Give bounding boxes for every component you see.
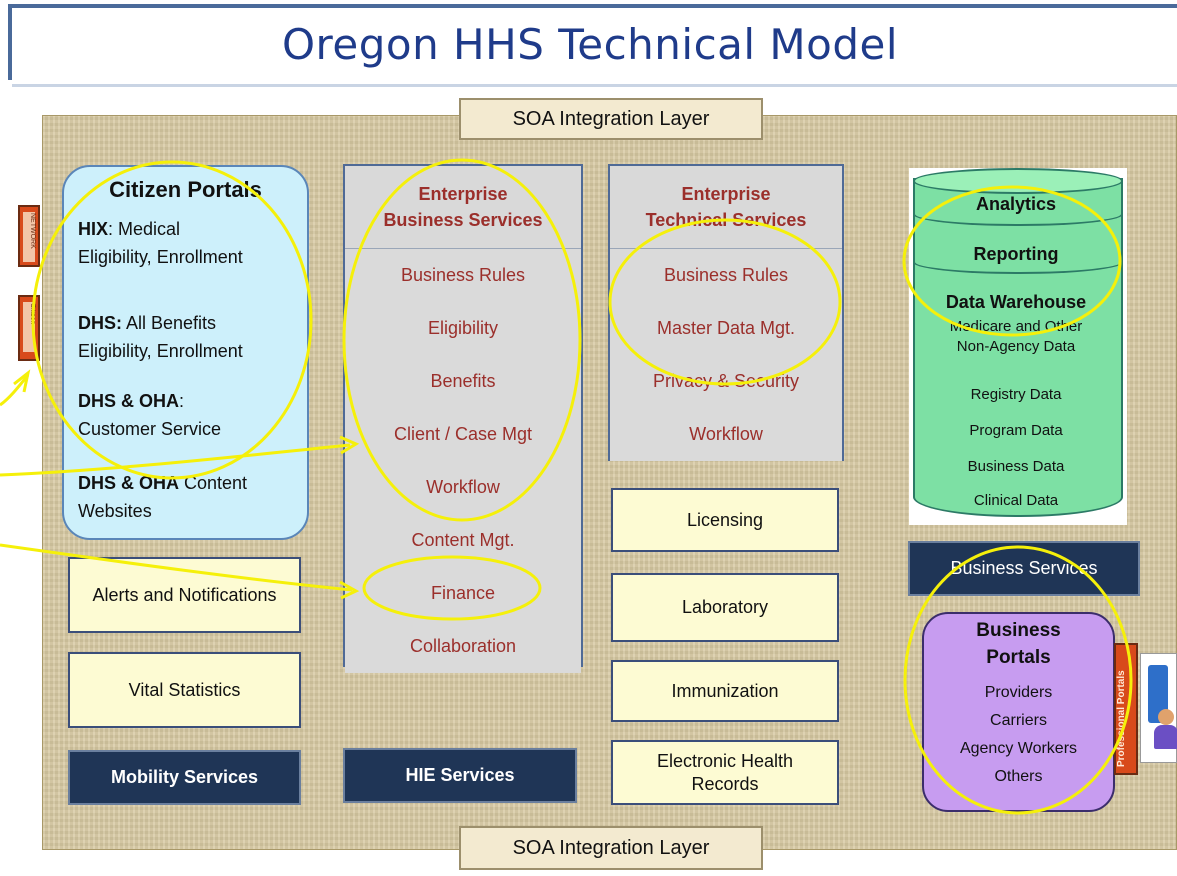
- column-title-line: Enterprise: [681, 184, 771, 204]
- immunization-box: Immunization: [611, 660, 839, 722]
- arrow-head: [13, 369, 31, 393]
- item-text: Customer Service: [78, 419, 222, 439]
- page-title: Oregon HHS Technical Model: [281, 20, 899, 69]
- highlight-ellipse: [902, 185, 1122, 337]
- item-heading: DHS:: [78, 313, 122, 333]
- business-services-box: Business Services: [908, 541, 1140, 596]
- column-title-line: Business Services: [383, 210, 543, 230]
- cylinder-body: [913, 178, 1123, 517]
- service-cell: Business Rules: [345, 249, 581, 303]
- top-border: [8, 4, 1177, 8]
- citizen-portal-item: DHS & OHA: Customer Service: [78, 387, 303, 443]
- mobility-services-box: Mobility Services: [68, 750, 301, 805]
- highlight-ellipse: [362, 555, 542, 621]
- book-label: NETWORK: [29, 213, 36, 249]
- portal-item: Agency Workers: [959, 740, 1078, 757]
- citizen-portal-book-icon: NETWORK: [18, 205, 40, 267]
- business-portals-title: Portals: [986, 647, 1051, 668]
- vital-statistics-box: Vital Statistics: [68, 652, 301, 728]
- arrow-line: [0, 543, 353, 592]
- professional-portals-card: Professional Portals: [1114, 643, 1177, 775]
- box-text-line: Electronic Health: [656, 750, 794, 771]
- item-heading: HIX: [78, 219, 109, 239]
- citizen-portal-item: HIX: Medical Eligibility, Enrollment: [78, 215, 303, 271]
- citizen-portal-item: DHS: All Benefits Eligibility, Enrollmen…: [78, 309, 303, 365]
- analytics-label: Analytics: [975, 194, 1057, 214]
- arrow-line: [0, 443, 351, 477]
- business-portals-panel: Business Portals Providers Carriers Agen…: [922, 612, 1115, 812]
- service-cell: Master Data Mgt.: [610, 302, 842, 356]
- highlight-ellipse: [903, 545, 1133, 815]
- portal-item: Carriers: [990, 712, 1047, 729]
- laboratory-box: Laboratory: [611, 573, 839, 642]
- business-portals-title: Business: [976, 620, 1061, 641]
- licensing-box: Licensing: [611, 488, 839, 552]
- person-icon: [1158, 709, 1174, 725]
- service-cell: Workflow: [610, 408, 842, 461]
- service-cell: Workflow: [345, 461, 581, 515]
- hie-services-box: HIE Services: [343, 748, 577, 803]
- soa-integration-layer-top: SOA Integration Layer: [459, 98, 763, 140]
- arrow-head: [339, 435, 360, 455]
- cylinder-top: [913, 168, 1123, 194]
- left-border: [8, 4, 12, 80]
- person-body-icon: [1154, 725, 1177, 749]
- portal-item: Providers: [984, 684, 1053, 701]
- item-text: Websites: [78, 501, 152, 521]
- highlight-ellipse: [608, 218, 842, 386]
- service-cell: Collaboration: [345, 620, 581, 673]
- book-page: [23, 212, 35, 262]
- item-text: Content: [179, 473, 248, 493]
- box-text-line: Records: [691, 773, 759, 794]
- reporting-label: Reporting: [973, 244, 1059, 264]
- warehouse-item: Business Data: [967, 458, 1065, 475]
- arrow-head: [339, 580, 360, 600]
- highlight-ellipse: [342, 158, 582, 522]
- item-heading: DHS & OHA: [78, 391, 180, 411]
- book-spine: [1114, 643, 1138, 775]
- item-text: : Medical: [108, 219, 181, 239]
- warehouse-item: Clinical Data: [973, 492, 1059, 509]
- service-cell: Benefits: [345, 355, 581, 409]
- item-text: Eligibility, Enrollment: [78, 341, 243, 361]
- item-text: Eligibility, Enrollment: [78, 247, 243, 267]
- warehouse-item: Registry Data: [970, 386, 1062, 403]
- warehouse-item: Program Data: [969, 422, 1063, 439]
- monitor-icon: [1148, 665, 1168, 723]
- item-text: :: [179, 391, 185, 411]
- data-warehouse-title: Data Warehouse: [945, 292, 1087, 312]
- portal-item: Others: [994, 768, 1043, 785]
- soa-integration-layer-bottom: SOA Integration Layer: [459, 826, 763, 870]
- service-cell: Content Mgt.: [345, 514, 581, 568]
- title-divider: [12, 84, 1177, 87]
- service-cell: Finance: [345, 567, 581, 621]
- highlight-ellipse: [31, 160, 313, 480]
- data-warehouse-cylinder: Analytics Reporting Data Warehouse Medic…: [909, 168, 1127, 525]
- service-cell: Business Rules: [610, 249, 842, 303]
- column-title-line: Enterprise: [418, 184, 508, 204]
- warehouse-item: Non-Agency Data: [956, 338, 1076, 355]
- item-text: All Benefits: [122, 313, 217, 333]
